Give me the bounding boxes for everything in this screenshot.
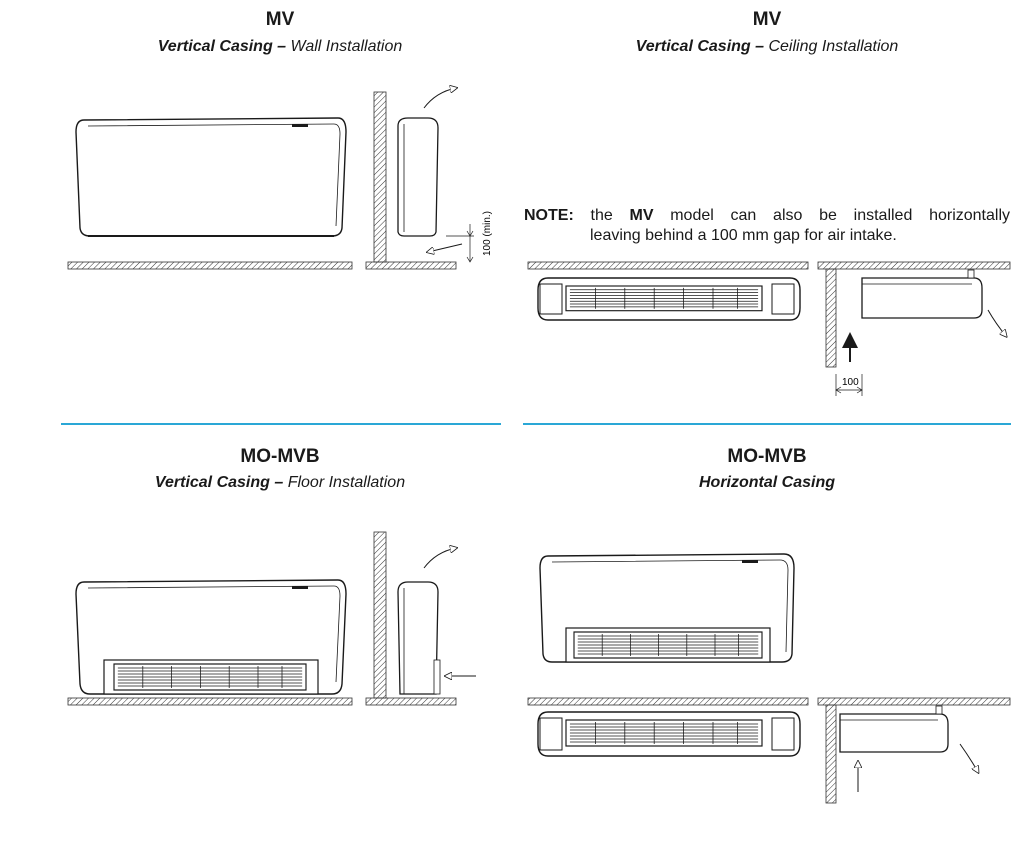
- subtitle-bold: Vertical Casing –: [157, 38, 291, 55]
- panel-subtitle-mv-wall: Vertical Casing – Wall Installation: [100, 37, 460, 57]
- panel-title-mv-wall: MV: [265, 9, 295, 30]
- momvb-floor-front-view: [67, 579, 353, 706]
- subtitle-bold: Horizontal Casing: [698, 474, 835, 491]
- note-label: NOTE:: [524, 207, 574, 224]
- section-divider-left: [61, 423, 501, 425]
- note-line2: leaving behind a 100 mm gap for air inta…: [590, 227, 897, 244]
- momvb-floor-side-view: [365, 531, 476, 706]
- panel-subtitle-momvb-horizontal: Horizontal Casing: [577, 473, 957, 493]
- momvb-horizontal-ceiling-view: [527, 697, 809, 757]
- ceiling-gap-label: 100: [842, 377, 859, 388]
- panel-title-momvb-floor: MO-MVB: [240, 446, 320, 467]
- wall-gap-label: 100 (min.): [482, 211, 493, 256]
- installation-note: NOTE: the MV model can also be installed…: [524, 206, 1010, 246]
- subtitle-bold: Vertical Casing –: [635, 38, 769, 55]
- mv-wall-side-view: 100 (min.): [365, 88, 493, 270]
- note-model: MV: [629, 207, 654, 224]
- panel-subtitle-momvb-floor: Vertical Casing – Floor Installation: [100, 473, 460, 493]
- panel-title-mv-ceiling: MV: [752, 9, 782, 30]
- momvb-horizontal-front-view: [539, 553, 795, 663]
- panel-title-momvb-horizontal: MO-MVB: [727, 446, 807, 467]
- panel-subtitle-mv-ceiling: Vertical Casing – Ceiling Installation: [577, 37, 957, 57]
- section-divider-right: [523, 423, 1011, 425]
- mv-wall-front-view: [67, 117, 353, 270]
- note-pre: the: [573, 207, 630, 224]
- momvb-horizontal-side-view: [817, 697, 1011, 804]
- subtitle-bold: Vertical Casing –: [154, 474, 288, 491]
- mv-ceiling-front-view: [527, 261, 809, 321]
- subtitle-rest: Floor Installation: [287, 474, 406, 491]
- mv-ceiling-side-view: 100: [817, 261, 1011, 396]
- subtitle-rest: Wall Installation: [290, 38, 403, 55]
- note-line1: model can also be installed horizontally: [653, 207, 1010, 224]
- subtitle-rest: Ceiling Installation: [768, 38, 899, 55]
